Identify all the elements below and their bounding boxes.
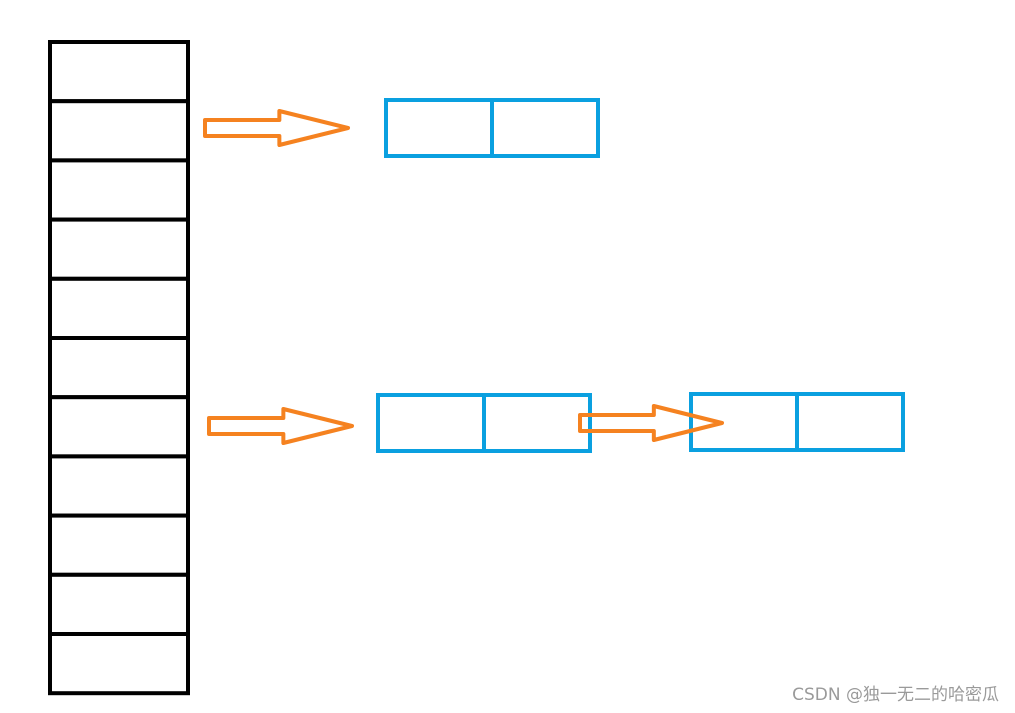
node-b-cell-1 bbox=[482, 393, 592, 453]
array-slot-3 bbox=[48, 217, 190, 281]
array-slot-9 bbox=[48, 572, 190, 636]
node-a bbox=[384, 98, 600, 158]
arrow-array-slot-1-to-node-a bbox=[203, 109, 350, 147]
array-slot-2 bbox=[48, 158, 190, 222]
node-a-cell-1 bbox=[490, 98, 600, 158]
array-slot-5 bbox=[48, 336, 190, 400]
array-slot-0 bbox=[48, 40, 190, 104]
array-slot-1 bbox=[48, 99, 190, 163]
array-slot-7 bbox=[48, 454, 190, 518]
array-slot-10 bbox=[48, 632, 190, 696]
node-a-cell-0 bbox=[384, 98, 494, 158]
watermark: CSDN @独一无二的哈密瓜 bbox=[792, 685, 999, 705]
node-c-cell-1 bbox=[795, 392, 905, 452]
array-slot-4 bbox=[48, 276, 190, 340]
node-b bbox=[376, 393, 592, 453]
node-b-cell-0 bbox=[376, 393, 486, 453]
linked-nodes bbox=[376, 98, 905, 453]
array-slot-6 bbox=[48, 395, 190, 459]
array-slot-8 bbox=[48, 513, 190, 577]
pointer-arrows bbox=[203, 109, 724, 445]
node-c bbox=[689, 392, 905, 452]
arrow-array-slot-6-to-node-b bbox=[207, 407, 354, 445]
hash-array bbox=[48, 40, 190, 696]
arrow-node-b-to-node-c bbox=[578, 404, 724, 442]
